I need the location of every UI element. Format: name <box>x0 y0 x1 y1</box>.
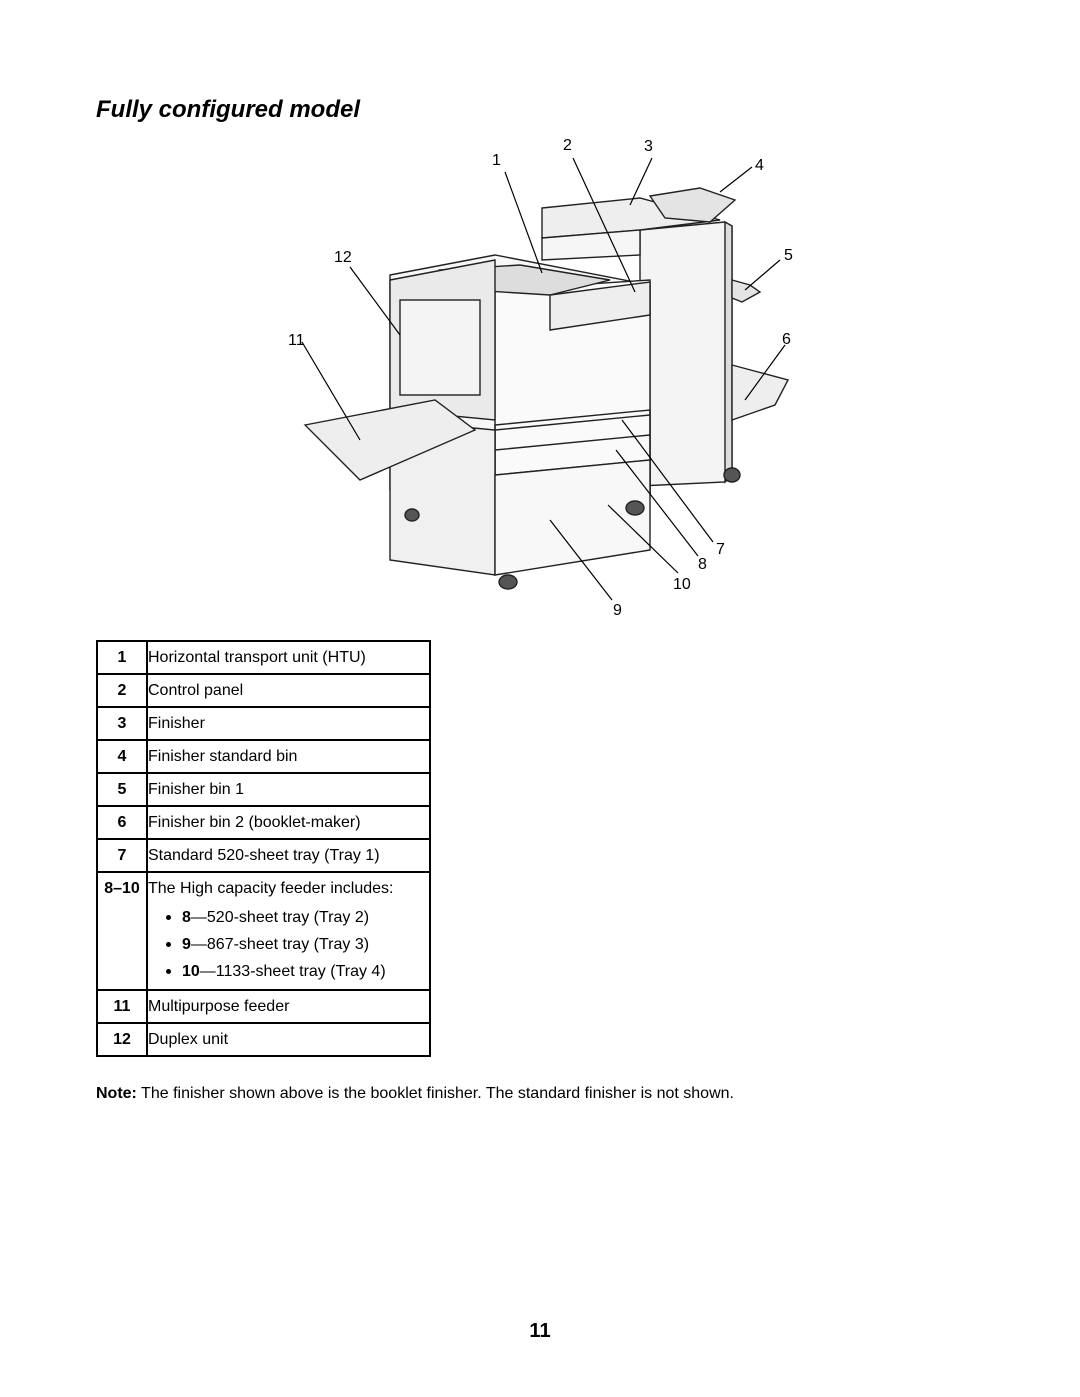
legend-number: 2 <box>96 673 148 708</box>
legend-number: 12 <box>96 1022 148 1057</box>
legend-number: 1 <box>96 640 148 675</box>
legend-description: Standard 520-sheet tray (Tray 1) <box>148 847 380 864</box>
printer-drawing <box>301 157 790 601</box>
page-title: Fully configured model <box>96 96 361 123</box>
tray-number: 8 <box>182 909 191 926</box>
legend-description: Finisher <box>148 715 205 732</box>
legend-description: Duplex unit <box>148 1031 229 1048</box>
feeder-tray-item: 10—1133-sheet tray (Tray 4) <box>166 958 429 985</box>
legend-description-cell: Finisher standard bin <box>146 739 431 774</box>
feeder-tray-item: 8—520-sheet tray (Tray 2) <box>166 904 429 931</box>
tray-number: 10 <box>182 963 200 980</box>
tray-description: —520-sheet tray (Tray 2) <box>190 909 370 926</box>
note-label: Note: <box>96 1085 137 1102</box>
legend-description-cell: Finisher bin 1 <box>146 772 431 807</box>
note-text: The finisher shown above is the booklet … <box>136 1085 734 1102</box>
legend-description: The High capacity feeder includes: <box>148 880 394 897</box>
callout-6: 6 <box>782 331 791 348</box>
printer-illustration: 1 2 3 4 5 6 7 8 9 10 11 12 <box>280 130 810 630</box>
legend-number: 11 <box>96 989 148 1024</box>
legend-description: Finisher standard bin <box>148 748 298 765</box>
note: Note: The finisher shown above is the bo… <box>96 1085 734 1103</box>
legend-number: 4 <box>96 739 148 774</box>
legend-number: 5 <box>96 772 148 807</box>
legend-description-cell: Finisher bin 2 (booklet-maker) <box>146 805 431 840</box>
legend-description: Finisher bin 1 <box>148 781 245 798</box>
legend-number: 8–10 <box>96 871 148 991</box>
legend-description: Control panel <box>148 682 244 699</box>
feeder-tray-item: 9—867-sheet tray (Tray 3) <box>166 931 429 958</box>
callout-4: 4 <box>755 157 764 174</box>
legend-description-cell: Standard 520-sheet tray (Tray 1) <box>146 838 431 873</box>
callout-3: 3 <box>644 138 653 155</box>
feeder-tray-list: 8—520-sheet tray (Tray 2)9—867-sheet tra… <box>148 904 429 989</box>
legend-description-cell: Control panel <box>146 673 431 708</box>
legend-description-cell: Finisher <box>146 706 431 741</box>
legend-number: 3 <box>96 706 148 741</box>
tray-description: —1133-sheet tray (Tray 4) <box>199 963 386 980</box>
legend-description: Multipurpose feeder <box>148 998 290 1015</box>
legend-number: 7 <box>96 838 148 873</box>
callout-12: 12 <box>334 249 352 266</box>
tray-number: 9 <box>182 936 191 953</box>
callout-7: 7 <box>716 541 725 558</box>
callout-2: 2 <box>563 137 572 154</box>
legend-number: 6 <box>96 805 148 840</box>
legend-description-cell: The High capacity feeder includes: 8—520-… <box>146 871 431 991</box>
callout-5: 5 <box>784 247 793 264</box>
legend-description: Finisher bin 2 (booklet-maker) <box>148 814 361 831</box>
callout-11: 11 <box>288 332 305 349</box>
callout-10: 10 <box>673 576 691 593</box>
legend-description-cell: Multipurpose feeder <box>146 989 431 1024</box>
page-number: 11 <box>529 1320 551 1342</box>
legend-description-cell: Horizontal transport unit (HTU) <box>146 640 431 675</box>
callout-9: 9 <box>613 602 622 619</box>
legend-description: Horizontal transport unit (HTU) <box>148 649 366 666</box>
tray-description: —867-sheet tray (Tray 3) <box>190 936 370 953</box>
callout-8: 8 <box>698 556 707 573</box>
legend-description-cell: Duplex unit <box>146 1022 431 1057</box>
callout-1: 1 <box>492 152 501 169</box>
